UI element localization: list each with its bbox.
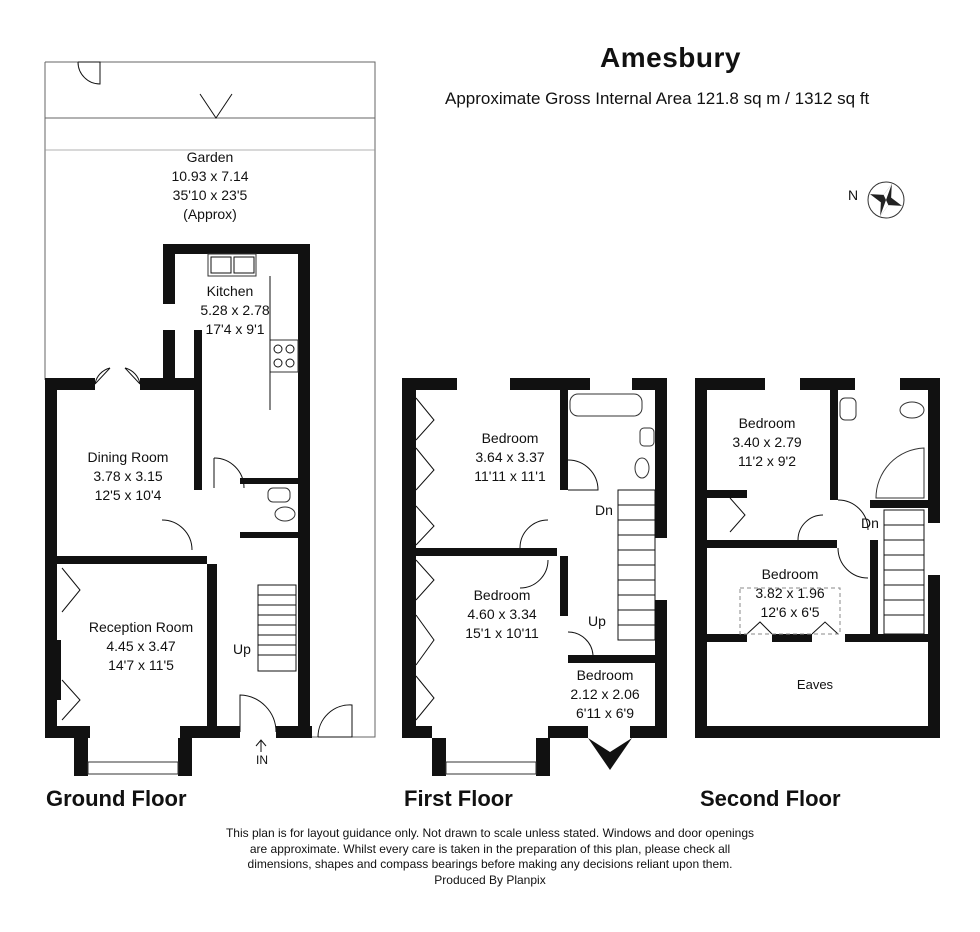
second-floor-bedroom-1-metric: 3.40 x 2.79 <box>732 434 801 450</box>
second-floor-plan <box>695 378 940 738</box>
garden-imperial: 35'10 x 23'5 <box>173 187 248 203</box>
reception-room-metric: 4.45 x 3.47 <box>106 638 175 654</box>
garden-metric: 10.93 x 7.14 <box>171 168 248 184</box>
first-floor-plan <box>402 378 667 776</box>
first-floor-bedroom-2-name: Bedroom <box>474 587 531 603</box>
wc-toilet-icon <box>274 506 296 522</box>
entrance-label: IN <box>256 753 268 767</box>
second-floor-bedroom-2-imperial: 12'6 x 6'5 <box>760 604 819 620</box>
disclaimer-text: This plan is for layout guidance only. N… <box>0 826 980 888</box>
ground-floor-label: Ground Floor <box>46 786 187 811</box>
toilet-icon <box>634 457 650 479</box>
garden-gate <box>77 61 101 85</box>
first-floor-stairs-down-label: Dn <box>595 502 613 518</box>
ground-floor-plan <box>44 61 376 776</box>
compass-rose-icon <box>867 181 905 219</box>
second-floor-bedroom-2-metric: 3.82 x 1.96 <box>755 585 824 601</box>
shower-icon <box>875 447 925 499</box>
first-floor-bedroom-3-name: Bedroom <box>577 667 634 683</box>
first-floor-bedroom-3-imperial: 6'11 x 6'9 <box>576 705 634 721</box>
dining-room-name: Dining Room <box>88 449 169 465</box>
first-floor-bedroom-3-metric: 2.12 x 2.06 <box>570 686 639 702</box>
eaves-label: Eaves <box>797 677 834 692</box>
disclaimer-line: are approximate. Whilst every care is ta… <box>249 841 731 856</box>
kitchen-metric: 5.28 x 2.78 <box>200 302 269 318</box>
kitchen-name: Kitchen <box>207 283 254 299</box>
wc-basin-icon <box>267 487 291 503</box>
first-floor-label: First Floor <box>404 786 513 811</box>
first-floor-bedroom-1-name: Bedroom <box>482 430 539 446</box>
disclaimer-line: This plan is for layout guidance only. N… <box>225 826 755 840</box>
second-floor-bedroom-2-name: Bedroom <box>762 566 819 582</box>
hob-fixture <box>269 339 299 373</box>
second-floor-bedroom-1-imperial: 11'2 x 9'2 <box>738 453 796 469</box>
garden-note: (Approx) <box>183 206 237 222</box>
sink-fixture <box>207 253 257 277</box>
first-floor-bedroom-2-metric: 4.60 x 3.34 <box>467 606 536 622</box>
dining-french-doors <box>94 367 141 385</box>
side-gate <box>317 704 353 738</box>
ground-stairs-up-label: Up <box>233 641 251 657</box>
entry-arrow-icon <box>255 739 267 752</box>
disclaimer-line: dimensions, shapes and compass bearings … <box>247 857 733 871</box>
first-floor-oriel-window <box>588 738 632 770</box>
compass-north-label: N <box>848 187 858 203</box>
plan-title: Amesbury <box>600 42 741 73</box>
reception-room-name: Reception Room <box>89 619 193 635</box>
reception-room-imperial: 14'7 x 11'5 <box>108 657 174 673</box>
first-floor-stairs-up-label: Up <box>588 613 606 629</box>
first-floor-bedroom-2-imperial: 15'1 x 10'11 <box>465 625 539 641</box>
producer-credit: Produced By Planpix <box>434 872 546 887</box>
second-floor-bedroom-1-name: Bedroom <box>739 415 796 431</box>
gross-area-subtitle: Approximate Gross Internal Area 121.8 sq… <box>445 89 870 108</box>
second-floor-stairs-down-label: Dn <box>861 515 879 531</box>
bay-window <box>87 761 179 775</box>
first-floor-bedroom-1-metric: 3.64 x 3.37 <box>475 449 544 465</box>
first-floor-bedroom-1-imperial: 11'11 x 11'1 <box>474 468 546 484</box>
ground-stairs <box>257 584 297 672</box>
bath-icon <box>569 393 643 417</box>
dining-room-imperial: 12'5 x 10'4 <box>95 487 162 503</box>
dining-room-metric: 3.78 x 3.15 <box>93 468 162 484</box>
garden-name: Garden <box>187 149 234 165</box>
basin-icon <box>639 427 655 447</box>
kitchen-imperial: 17'4 x 9'1 <box>205 321 264 337</box>
second-floor-stairs <box>883 509 925 635</box>
front-door <box>239 694 277 733</box>
second-floor-label: Second Floor <box>700 786 841 811</box>
